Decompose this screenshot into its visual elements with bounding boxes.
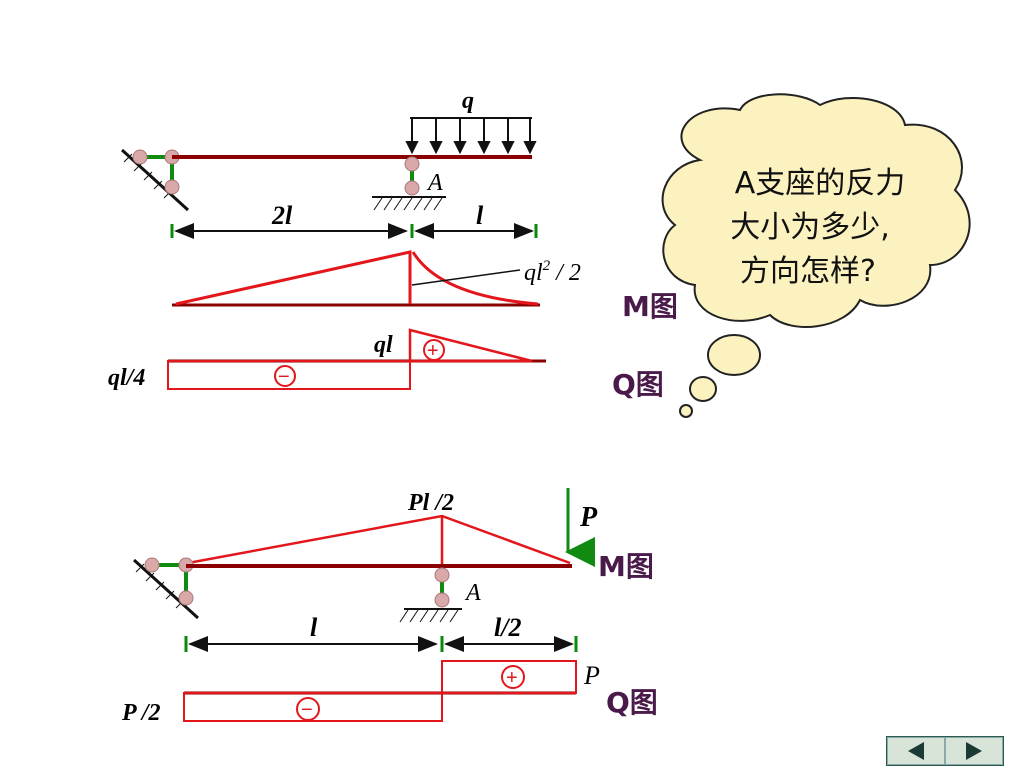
span-label-l-1: l xyxy=(476,201,484,230)
dimension-line-1 xyxy=(170,223,538,239)
roller-support-A-2 xyxy=(399,567,462,623)
shear-label-ql: ql xyxy=(374,332,393,358)
distributed-load-q xyxy=(405,117,537,155)
shear-label-P: P xyxy=(583,661,600,690)
moment-diagram-2 xyxy=(187,514,571,565)
moment-label-ql2: ql2 / 2 xyxy=(524,258,581,286)
shear-diagram-2 xyxy=(183,660,577,722)
bubble-line-1: A支座的反力 xyxy=(735,166,906,201)
next-slide-button[interactable] xyxy=(945,737,1003,765)
span-label-2l: 2l xyxy=(271,201,293,230)
dimension-line-2 xyxy=(184,636,578,652)
minus-sign-2: − xyxy=(301,699,313,721)
shear-diagram-1 xyxy=(167,328,546,390)
support-label-A-2: A xyxy=(464,580,481,606)
support-label-A-1: A xyxy=(426,170,443,196)
triangle-left-icon xyxy=(908,742,924,760)
m-diagram-label-2: M图 xyxy=(598,550,654,583)
minus-sign-1: − xyxy=(278,366,290,388)
diagram-2: Pl /2 P M图 xyxy=(121,488,658,726)
bubble-line-2: 大小为多少, xyxy=(730,210,890,245)
load-label-P: P xyxy=(579,502,598,533)
plus-sign-1: + xyxy=(427,340,439,362)
load-label-q: q xyxy=(462,88,474,114)
q-diagram-label-1: Q图 xyxy=(612,368,664,401)
shear-label-ql4: ql/4 xyxy=(108,365,145,391)
roller-support-A-1 xyxy=(372,156,446,211)
triangle-right-icon xyxy=(966,742,982,760)
thought-bubble: A支座的反力 大小为多少, 方向怎样? xyxy=(661,93,971,418)
shear-label-P2: P /2 xyxy=(121,700,160,726)
moment-diagram-1 xyxy=(172,250,540,307)
span-label-l2: l/2 xyxy=(494,613,521,642)
diagram-1: q xyxy=(108,88,678,401)
m-diagram-label-1: M图 xyxy=(622,290,678,323)
moment-label-Pl2: Pl /2 xyxy=(407,490,454,516)
q-diagram-label-2: Q图 xyxy=(606,686,658,719)
span-label-l-2: l xyxy=(310,613,318,642)
slide-navigation xyxy=(886,736,1004,766)
bubble-line-3: 方向怎样? xyxy=(740,254,876,289)
prev-slide-button[interactable] xyxy=(887,737,945,765)
plus-sign-2: + xyxy=(506,667,518,689)
